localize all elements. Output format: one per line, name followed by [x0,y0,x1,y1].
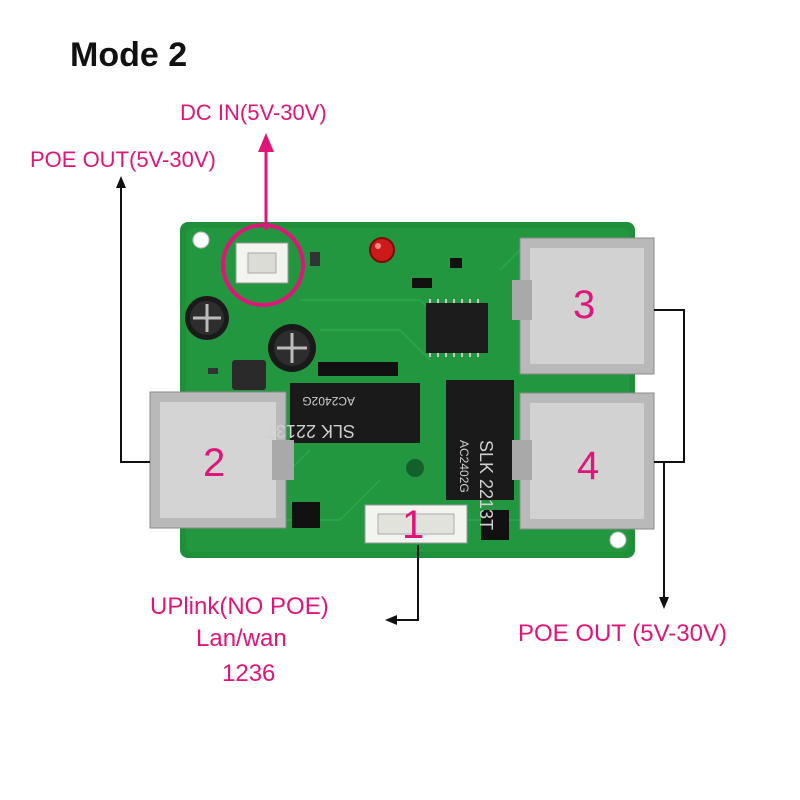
rj45-port-2 [149,391,294,529]
lan-wan-label: Lan/wan [196,625,287,652]
dc-in-arrow [258,133,274,230]
port-number-4: 4 [577,444,600,488]
rj45-port-3 [512,237,655,375]
mount-hole [609,531,627,549]
mount-hole [192,231,210,249]
uplink-label: UPlink(NO POE) [150,593,329,620]
pins-label: 1236 [222,660,276,687]
dc-in-highlight-circle [221,223,305,307]
dc-in-label: DC IN(5V-30V) [180,100,327,125]
capacitor-icon [185,296,229,340]
chip-text: AC2402G [457,440,471,493]
page-title: Mode 2 [70,36,188,74]
rj45-port-4 [512,392,655,530]
capacitor-icon [268,324,316,372]
chip-text: AC2402G [302,394,355,408]
inductor-icon [232,360,266,390]
port-number-3: 3 [573,283,596,327]
port-number-1: 1 [402,503,425,547]
main-ic-chip [426,303,488,353]
magnetics-chip [446,380,514,500]
port-number-2: 2 [203,441,226,485]
poe-out-right-arrow [654,309,685,609]
magnetics-chip [290,383,420,443]
poe-out-left-label: POE OUT(5V-30V) [30,147,216,172]
chip-text: SLK 2213T [265,421,355,441]
chip-text: SLK 2213T [476,440,496,530]
led-icon [369,237,395,263]
poe-out-right-label: POE OUT (5V-30V) [518,620,727,647]
poe-out-left-arrow [116,176,150,463]
uplink-arrow [385,545,419,625]
